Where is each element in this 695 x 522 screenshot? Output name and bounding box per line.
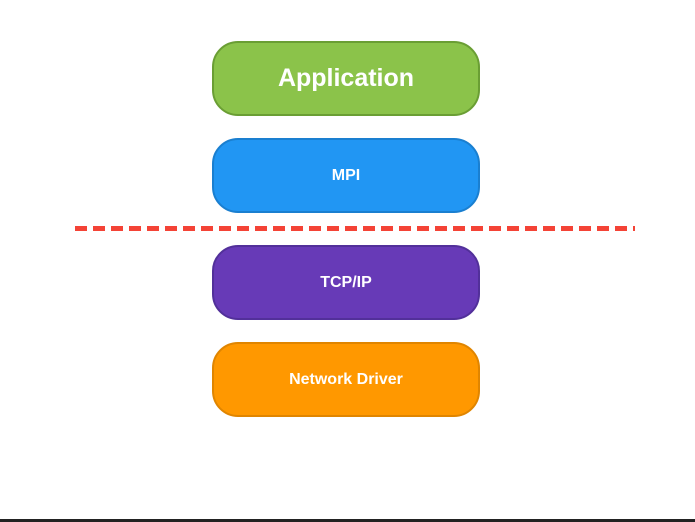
application-layer: Application [212,41,480,116]
tcp-ip-layer: TCP/IP [212,245,480,320]
application-layer-label: Application [277,64,415,92]
network-driver-layer-label: Network Driver [289,370,403,388]
bottom-border [0,519,695,522]
dashed-divider [75,226,635,231]
mpi-layer-label: MPI [331,166,361,184]
mpi-layer: MPI [212,138,480,213]
network-driver-layer: Network Driver [212,342,480,417]
tcp-ip-layer-label: TCP/IP [320,273,372,291]
